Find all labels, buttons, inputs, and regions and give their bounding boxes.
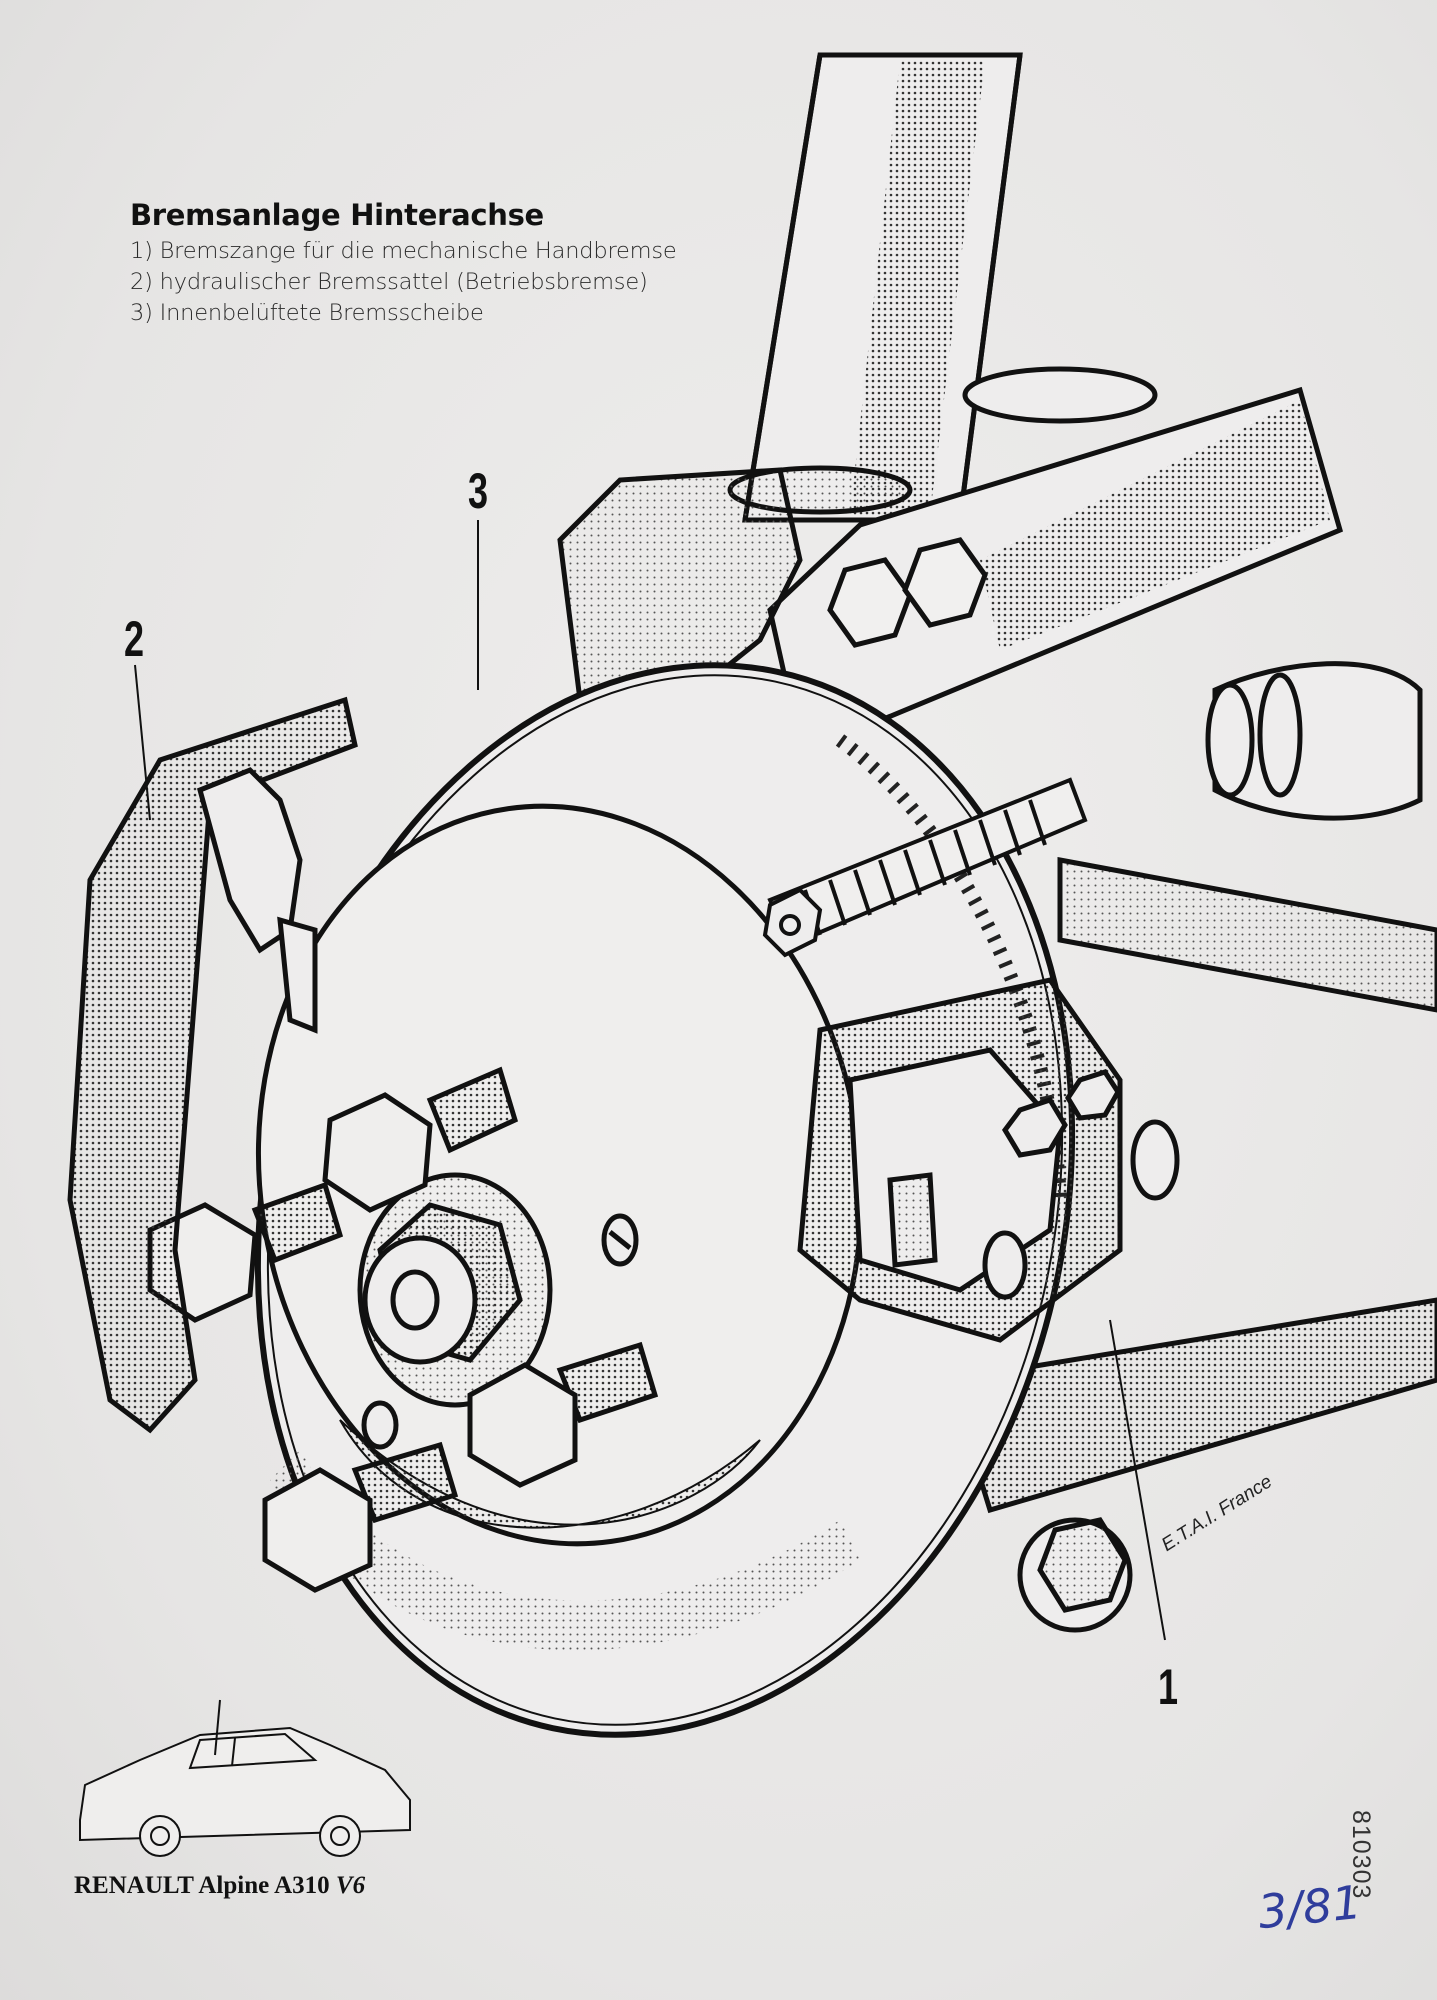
brand-suffix: V6 bbox=[335, 1872, 366, 1899]
hydraulic-caliper bbox=[67, 696, 358, 1434]
caption: Bremsanlage Hinterachse 1) Bremszange fü… bbox=[130, 198, 750, 329]
brake-disc bbox=[254, 662, 1076, 1738]
wheel-stud bbox=[467, 1341, 659, 1488]
handbrake-caliper bbox=[797, 977, 1180, 1343]
adjuster-spring bbox=[762, 777, 1088, 958]
caption-item: 1) Bremszange für die mechanische Handbr… bbox=[130, 238, 677, 264]
shock-absorber bbox=[727, 52, 1158, 523]
brand-label: RENAULT Alpine A310 V6 bbox=[74, 1872, 365, 1900]
brand-name: RENAULT Alpine A310 bbox=[74, 1872, 330, 1899]
callout-1: 1 bbox=[1158, 1659, 1179, 1715]
leader-lines bbox=[134, 520, 1166, 1641]
wheel-stud bbox=[322, 1066, 519, 1213]
lower-link bbox=[946, 1297, 1437, 1633]
wheel-hub bbox=[357, 1172, 639, 1450]
trailing-arm bbox=[557, 386, 1344, 738]
caption-item: 2) hydraulischer Bremssattel (Betriebsbr… bbox=[130, 269, 648, 295]
caption-title: Bremsanlage Hinterachse bbox=[130, 198, 544, 232]
car-sketch bbox=[79, 1699, 411, 1857]
callout-2: 2 bbox=[124, 611, 145, 667]
caption-item: 3) Innenbelüftete Bremsscheibe bbox=[130, 300, 484, 326]
drive-shaft-boot bbox=[1057, 661, 1437, 1013]
wheel-stud bbox=[262, 1441, 459, 1593]
handwritten-note: 3/81 bbox=[1255, 1874, 1364, 1940]
callout-3: 3 bbox=[468, 463, 489, 519]
